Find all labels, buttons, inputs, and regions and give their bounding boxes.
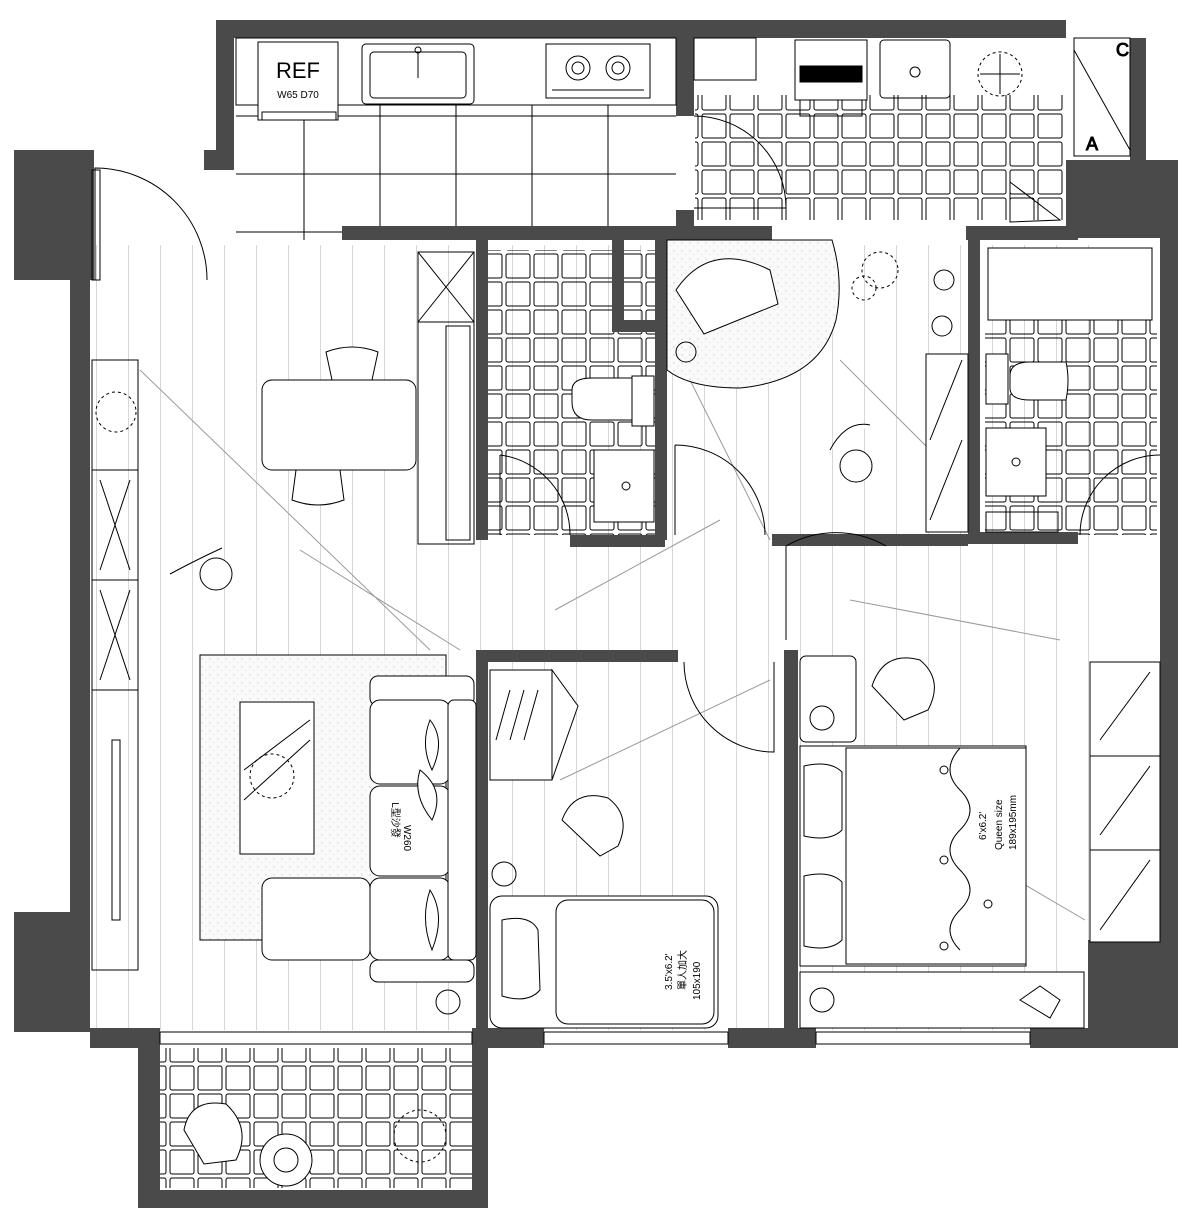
kitchen-sink xyxy=(361,43,475,105)
bed-single-size: 3.5'x6.2' xyxy=(664,953,675,990)
bathroom-2 xyxy=(985,247,1153,533)
plant-icon xyxy=(861,251,899,289)
laundry-sink xyxy=(879,39,951,99)
bed-queen-dim: 189x195mm xyxy=(1008,795,1019,850)
marker-c: C xyxy=(1116,40,1129,60)
coffee-table xyxy=(239,701,315,855)
entry-door[interactable] xyxy=(94,167,208,281)
bathtub xyxy=(987,247,1153,321)
plant-icon xyxy=(851,275,877,301)
bed-queen-size: 6'x6.2' xyxy=(978,812,989,840)
dining-table xyxy=(261,379,417,471)
ac-unit xyxy=(1073,37,1131,157)
doors xyxy=(94,115,1161,753)
plant-icon xyxy=(393,1109,447,1163)
hall-cabinet xyxy=(925,353,969,533)
balcony-table xyxy=(259,1133,313,1187)
laundry-tile-floor xyxy=(695,95,1065,220)
bath1-door[interactable] xyxy=(499,454,571,536)
bath2-basin xyxy=(985,427,1047,497)
gas-stove xyxy=(545,43,651,99)
balcony-chair xyxy=(183,1102,243,1165)
bed-single-dim: 105x190 xyxy=(692,961,703,1000)
walls xyxy=(14,20,1178,1208)
person-figure xyxy=(829,423,873,483)
l-sofa xyxy=(261,675,477,983)
ref-size: W65 D70 xyxy=(277,90,319,101)
wardrobe-single xyxy=(489,669,553,781)
desk-chair xyxy=(561,795,624,857)
wardrobe-queen xyxy=(1089,661,1161,943)
person-figure xyxy=(169,547,233,591)
bed-queen-name: Queen size xyxy=(994,799,1005,850)
toilet xyxy=(1009,361,1069,401)
left-storage xyxy=(91,359,139,971)
tv xyxy=(111,739,121,921)
bed-single-name: 單人加大 xyxy=(676,950,689,990)
laundry-shelf xyxy=(693,37,757,81)
kitchen: REF W65 D70 xyxy=(235,37,677,121)
toilet xyxy=(571,377,633,421)
windows xyxy=(91,169,1031,1045)
bedroom-queen: 6'x6.2' Queen size 189x195mm xyxy=(799,655,1161,1029)
svg-text:洗衣機: 洗衣機 xyxy=(819,70,843,80)
bath1-basin xyxy=(593,449,655,523)
armchair xyxy=(675,258,779,335)
marker-a: A xyxy=(1086,134,1098,154)
plant-icon xyxy=(95,391,137,433)
washing-machine: 洗衣機 xyxy=(794,39,868,117)
sofa-type-label: L型沙發 xyxy=(389,802,402,838)
service-door[interactable] xyxy=(1009,180,1062,223)
cabinet-column xyxy=(417,251,475,545)
dining-chair-bottom xyxy=(291,469,345,506)
round-room xyxy=(666,239,969,533)
laundry: 洗衣機 C A xyxy=(693,37,1131,157)
dining-chair-top xyxy=(325,346,379,381)
plant-icon xyxy=(435,989,461,1015)
bedroom-single: 3.5'x6.2' 單人加大 105x190 xyxy=(489,668,719,1029)
vanity xyxy=(799,655,857,743)
vanity-chair xyxy=(871,657,935,721)
sofa-width-label: W260 xyxy=(401,825,412,852)
bath2-door[interactable] xyxy=(1079,454,1161,536)
bedroom2-door[interactable] xyxy=(785,532,887,640)
balcony xyxy=(183,1102,447,1187)
laundry-door[interactable] xyxy=(693,115,787,209)
tv-cabinet xyxy=(91,689,139,971)
hall-door[interactable] xyxy=(674,444,766,536)
living: L型沙發 W260 xyxy=(199,654,477,1015)
bathroom-1 xyxy=(571,375,655,523)
kitchen-tile-floor xyxy=(236,105,676,240)
plant-icon xyxy=(977,51,1023,97)
dining xyxy=(261,251,475,545)
bedroom1-door[interactable] xyxy=(683,661,775,753)
ref-label: REF xyxy=(276,58,320,83)
plant-icon xyxy=(249,753,295,799)
